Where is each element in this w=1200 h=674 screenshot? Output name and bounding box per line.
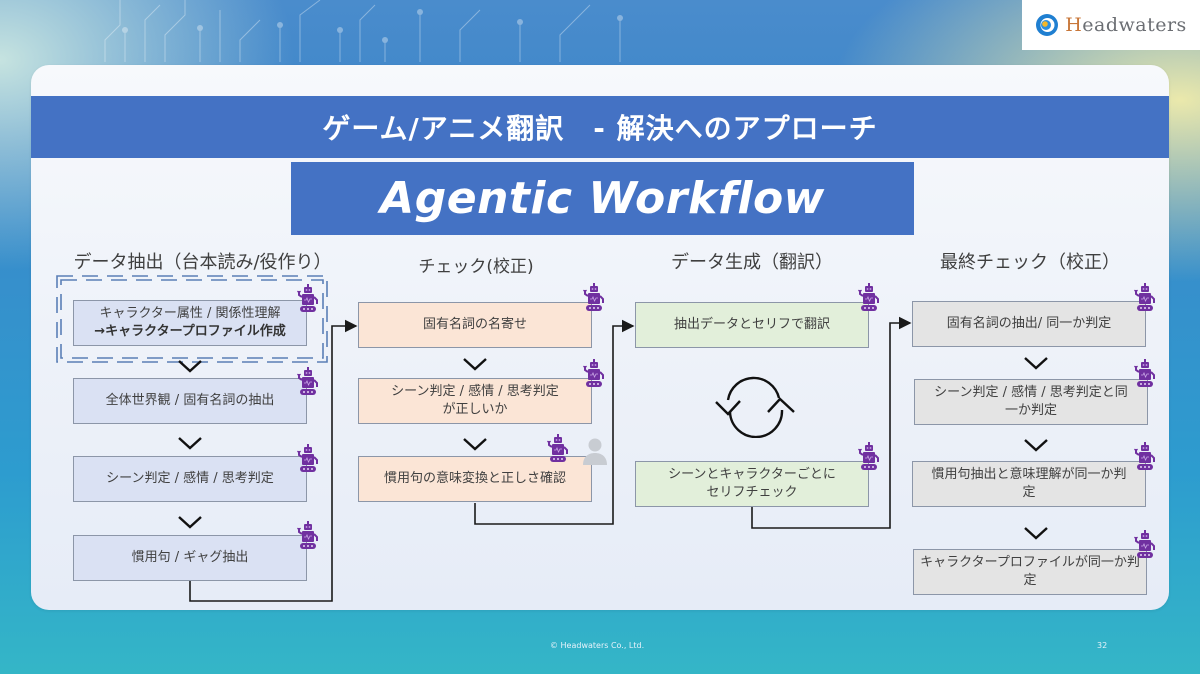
- column-heading-check: チェック(校正): [418, 257, 534, 277]
- robot-agent-icon: [582, 283, 604, 312]
- chevron-down-icon: [463, 358, 487, 371]
- human-reviewer-icon: [583, 438, 607, 465]
- step-final-idiom[interactable]: 慣用句抽出と意味理解が同一か判定: [912, 461, 1146, 507]
- robot-agent-icon: [582, 359, 604, 388]
- column-heading-extraction: データ抽出（台本読み/役作り）: [73, 252, 332, 273]
- step-idiom-conversion[interactable]: 慣用句の意味変換と正しさ確認: [358, 456, 592, 502]
- headwaters-logo: Headwaters: [1022, 0, 1200, 50]
- step-idiom-gag-extraction[interactable]: 慣用句 / ギャグ抽出: [73, 535, 307, 581]
- robot-agent-icon: [857, 283, 879, 312]
- step-dialogue-check[interactable]: シーンとキャラクターごとにセリフチェック: [635, 461, 869, 507]
- robot-agent-icon: [1133, 359, 1155, 388]
- step-translate[interactable]: 抽出データとセリフで翻訳: [635, 302, 869, 348]
- chevron-down-icon: [178, 360, 202, 373]
- step-final-proper-noun[interactable]: 固有名詞の抽出/ 同一か判定: [912, 301, 1146, 347]
- slide-subtitle: Agentic Workflow: [291, 162, 914, 235]
- robot-agent-icon: [296, 521, 318, 550]
- robot-agent-icon: [296, 444, 318, 473]
- chevron-down-icon: [1024, 357, 1048, 370]
- logo-mark-icon: [1036, 14, 1059, 36]
- column-heading-generation: データ生成（翻訳）: [671, 252, 833, 273]
- robot-agent-icon: [857, 442, 879, 471]
- step-worldview-extraction[interactable]: 全体世界観 / 固有名詞の抽出: [73, 378, 307, 424]
- chevron-down-icon: [1024, 439, 1048, 452]
- page-number: 32: [1097, 641, 1108, 650]
- step-scene-validation[interactable]: シーン判定 / 感情 / 思考判定が正しいか: [358, 378, 592, 424]
- robot-agent-icon: [296, 367, 318, 396]
- step-final-scene[interactable]: シーン判定 / 感情 / 思考判定と同一か判定: [914, 379, 1148, 425]
- step-final-character-profile[interactable]: キャラクタープロファイルが同一か判定: [913, 549, 1147, 595]
- logo-text: Headwaters: [1065, 14, 1187, 36]
- slide-title: ゲーム/アニメ翻訳 - 解決へのアプローチ: [31, 96, 1169, 158]
- step-character-profile[interactable]: キャラクター属性 / 関係性理解→キャラクタープロファイル作成: [73, 300, 307, 346]
- chevron-down-icon: [178, 516, 202, 529]
- robot-agent-icon: [1133, 442, 1155, 471]
- robot-agent-icon: [296, 284, 318, 313]
- column-heading-final-check: 最終チェック（校正）: [940, 252, 1120, 273]
- chevron-down-icon: [178, 437, 202, 450]
- cycle-arrows-icon: [715, 376, 795, 438]
- robot-agent-icon: [1133, 530, 1155, 559]
- step-name-normalization[interactable]: 固有名詞の名寄せ: [358, 302, 592, 348]
- robot-agent-icon: [1133, 283, 1155, 312]
- footer-copyright: © Headwaters Co., Ltd.: [550, 641, 645, 650]
- step-scene-emotion[interactable]: シーン判定 / 感情 / 思考判定: [73, 456, 307, 502]
- chevron-down-icon: [1024, 527, 1048, 540]
- robot-agent-icon: [546, 434, 568, 463]
- chevron-down-icon: [463, 438, 487, 451]
